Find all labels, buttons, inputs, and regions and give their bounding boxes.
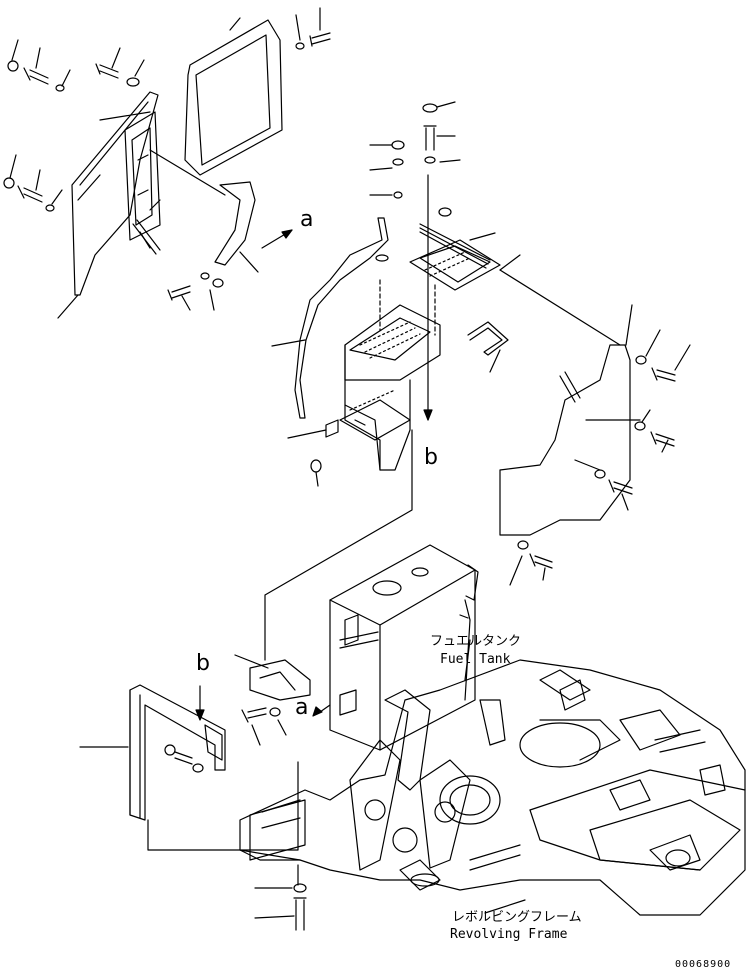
callout-a-lower: a <box>295 695 309 720</box>
fuel-tank-label-jp: フュエルタンク <box>430 634 522 649</box>
lower-plate-assembly <box>79 684 299 851</box>
side-plate-assembly <box>499 269 691 586</box>
callout-b-lower: b <box>196 651 210 676</box>
revolving-frame-assembly <box>239 639 746 931</box>
document-number: 00068900 <box>675 959 732 970</box>
callout-b-upper: b <box>424 445 438 470</box>
fuel-tank-assembly <box>234 429 479 751</box>
side-cover-assembly <box>3 7 331 319</box>
revolving-frame-label-en: Revolving Frame <box>450 927 568 942</box>
revolving-frame-label-jp: レボルビングフレーム <box>452 910 582 925</box>
step-cover-assembly <box>271 101 521 487</box>
fuel-tank-label-en: Fuel Tank <box>440 652 511 667</box>
callout-a-upper: a <box>300 207 314 232</box>
